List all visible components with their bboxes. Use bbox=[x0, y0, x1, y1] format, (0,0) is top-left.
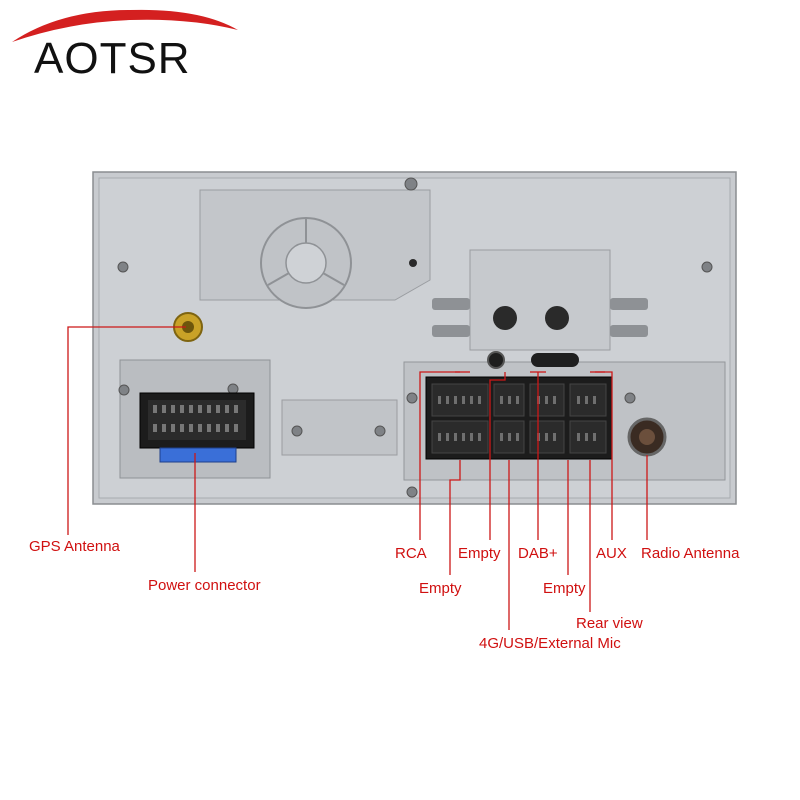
leader-gps bbox=[67, 326, 186, 535]
panel-screws bbox=[117, 177, 713, 498]
power-connector-block bbox=[139, 392, 255, 463]
label-rca: RCA bbox=[395, 545, 427, 562]
vent-slots bbox=[432, 298, 648, 369]
label-empty-1: Empty bbox=[419, 580, 462, 597]
label-aux: AUX bbox=[596, 545, 627, 562]
leader-empty-1 bbox=[449, 460, 461, 575]
gps-antenna-connector bbox=[173, 312, 203, 342]
logo-swoosh bbox=[12, 9, 238, 43]
label-gps-antenna: GPS Antenna bbox=[29, 538, 120, 555]
label-usb-mic: 4G/USB/External Mic bbox=[479, 635, 621, 652]
label-power-connector: Power connector bbox=[148, 577, 261, 594]
brand-logo-text: AOTSR bbox=[34, 34, 191, 83]
leader-lines bbox=[67, 326, 648, 630]
leader-empty-2 bbox=[489, 372, 506, 540]
label-empty-3: Empty bbox=[543, 580, 586, 597]
fan-mount bbox=[260, 217, 352, 309]
label-rear-view: Rear view bbox=[576, 615, 643, 632]
label-empty-2: Empty bbox=[458, 545, 501, 562]
label-radio-antenna: Radio Antenna bbox=[641, 545, 740, 562]
multi-connector-block bbox=[425, 376, 613, 460]
label-dab: DAB+ bbox=[518, 545, 558, 562]
radio-antenna-socket bbox=[627, 417, 667, 457]
leader-rca bbox=[419, 371, 460, 540]
